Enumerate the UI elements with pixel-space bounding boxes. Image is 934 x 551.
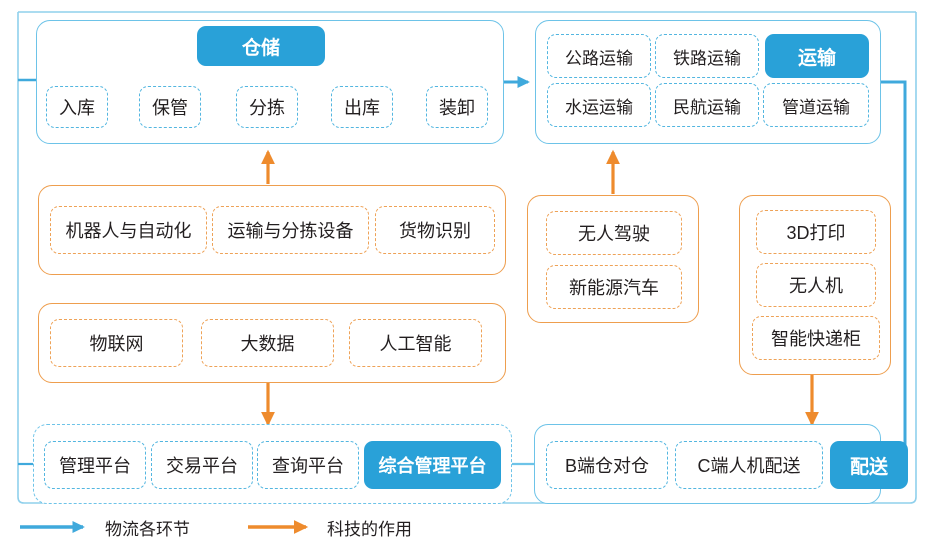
tech-transport-group: 无人驾驶 新能源汽车 [527,195,699,323]
tech-item-iot[interactable]: 物联网 [50,319,183,367]
tech-warehouse-group: 机器人与自动化 运输与分拣设备 货物识别 [38,185,506,275]
tech-item-autonomous-driving[interactable]: 无人驾驶 [546,211,682,255]
transport-mode-pipeline[interactable]: 管道运输 [763,83,869,127]
legend-label-technology: 科技的作用 [327,520,412,539]
warehouse-group: 仓储 入库 保管 分拣 出库 装卸 [36,20,504,144]
warehouse-step-outbound[interactable]: 出库 [331,86,393,128]
delivery-badge: 配送 [830,441,908,489]
delivery-item-c2c-drone[interactable]: C端人机配送 [675,441,823,489]
delivery-group: B端仓对仓 C端人机配送 配送 [534,424,908,504]
transport-mode-air[interactable]: 民航运输 [655,83,759,127]
tech-delivery-group: 3D打印 无人机 智能快递柜 [739,195,891,375]
tech-item-big-data[interactable]: 大数据 [201,319,334,367]
warehouse-step-inbound[interactable]: 入库 [46,86,108,128]
platform-badge: 综合管理平台 [364,441,501,489]
transport-mode-rail[interactable]: 铁路运输 [655,34,759,78]
transport-group: 公路运输 铁路运输 运输 水运运输 民航运输 管道运输 [535,20,881,144]
platform-group: 管理平台 交易平台 查询平台 综合管理平台 [33,424,512,504]
tech-item-3d-printing[interactable]: 3D打印 [756,210,876,254]
platform-item-query[interactable]: 查询平台 [257,441,359,489]
transport-mode-road[interactable]: 公路运输 [547,34,651,78]
tech-item-transport-sorting-equipment[interactable]: 运输与分拣设备 [212,206,369,254]
platform-item-trading[interactable]: 交易平台 [151,441,253,489]
warehouse-step-loading[interactable]: 装卸 [426,86,488,128]
warehouse-step-storage[interactable]: 保管 [139,86,201,128]
transport-mode-water[interactable]: 水运运输 [547,83,651,127]
tech-item-new-energy-vehicle[interactable]: 新能源汽车 [546,265,682,309]
warehouse-step-sorting[interactable]: 分拣 [236,86,298,128]
legend-label-logistics: 物流各环节 [105,520,190,539]
warehouse-badge: 仓储 [197,26,325,66]
transport-badge: 运输 [765,34,869,78]
tech-platform-group: 物联网 大数据 人工智能 [38,303,506,383]
platform-item-management[interactable]: 管理平台 [44,441,146,489]
tech-item-smart-locker[interactable]: 智能快递柜 [752,316,880,360]
delivery-item-b2b-warehouse[interactable]: B端仓对仓 [546,441,668,489]
tech-item-ai[interactable]: 人工智能 [349,319,482,367]
tech-item-robotics[interactable]: 机器人与自动化 [50,206,207,254]
tech-item-drone[interactable]: 无人机 [756,263,876,307]
tech-item-cargo-recognition[interactable]: 货物识别 [375,206,495,254]
